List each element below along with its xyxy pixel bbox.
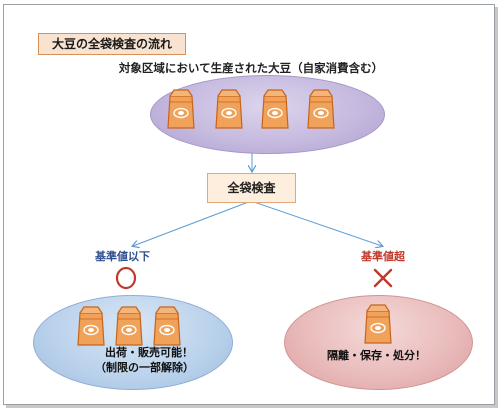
arrow-check-to-pass — [133, 200, 252, 246]
soybean-bag-icon — [364, 304, 392, 344]
fail-result-text: 隔離・保存・処分！ — [327, 349, 426, 362]
soybean-bag-icon — [307, 89, 335, 129]
source-label: 対象区域において生産された大豆（自家消費含む） — [118, 61, 384, 75]
diagram-title: 大豆の全袋検査の流れ — [38, 33, 186, 55]
soybean-bag-icon — [261, 89, 289, 129]
pass-result-note: （制限の一部解除） — [95, 361, 194, 374]
pass-label: 基準値以下 — [95, 250, 150, 263]
fail-label: 基準値超 — [361, 250, 405, 263]
soybean-bag-icon — [215, 89, 243, 129]
soybean-bag-icon — [115, 306, 143, 346]
soybean-bag-icon — [153, 306, 181, 346]
full-bag-inspection-box: 全袋検査 — [207, 173, 296, 203]
soybean-bag-icon — [77, 306, 105, 346]
pass-result-text: 出荷・販売可能！ — [105, 346, 193, 359]
soybean-bag-icon — [167, 89, 195, 129]
cross-ng-icon — [373, 268, 393, 288]
circle-ok-icon — [115, 266, 137, 290]
arrow-check-to-fail — [250, 200, 382, 246]
